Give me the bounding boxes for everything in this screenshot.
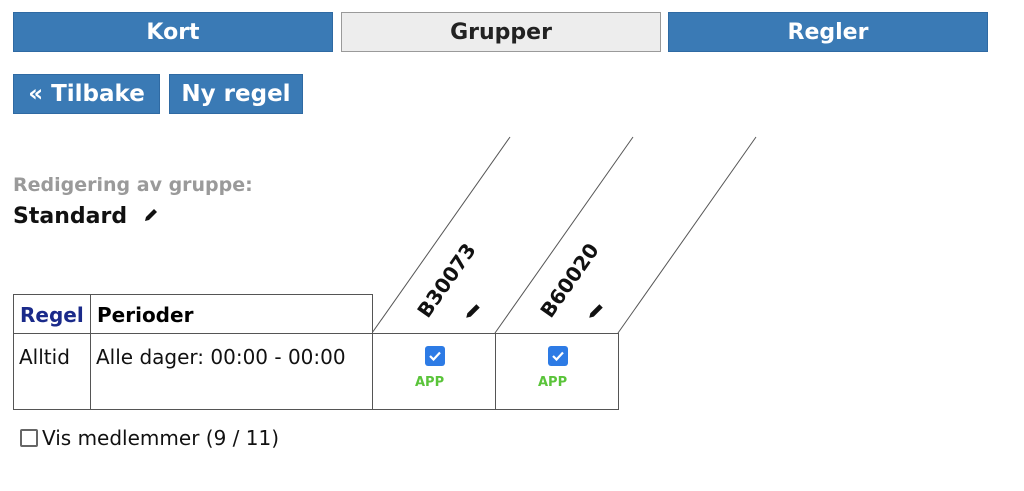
show-members-checkbox[interactable] [20,429,38,447]
tab-regler[interactable]: Regler [668,12,988,52]
member-checkbox-checked-icon[interactable] [425,346,445,366]
member-cell-b30073: APP [372,333,496,410]
periods-cell: Alle dager: 00:00 - 00:00 [90,333,373,410]
back-button[interactable]: « Tilbake [13,74,160,114]
periods-header-label: Perioder [97,303,194,327]
rule-header-label[interactable]: Regel [20,303,84,327]
tab-grupper[interactable]: Grupper [341,12,661,52]
app-tag: APP [538,375,568,390]
header-cell-periods: Perioder [90,294,373,334]
show-members-label[interactable]: Vis medlemmer (9 / 11) [42,426,280,450]
group-name: Standard [13,204,128,229]
tab-kort[interactable]: Kort [13,12,333,52]
group-heading: Redigering av gruppe: [13,174,253,196]
edit-column-pencil-icon[interactable] [464,302,482,325]
new-rule-button[interactable]: Ny regel [169,74,303,114]
rule-cell: Alltid [13,333,91,410]
edit-group-name-pencil-icon[interactable] [143,204,159,229]
show-members-toggle[interactable]: Vis medlemmer (9 / 11) [20,426,279,450]
member-cell-b60020: APP [495,333,619,410]
app-tag: APP [415,375,445,390]
periods-value: Alle dager: 00:00 - 00:00 [96,345,346,369]
header-cell-rule[interactable]: Regel [13,294,91,334]
group-name-row: Standard [13,204,159,229]
edit-column-pencil-icon[interactable] [587,302,605,325]
member-checkbox-checked-icon[interactable] [548,346,568,366]
rule-value: Alltid [19,345,70,369]
